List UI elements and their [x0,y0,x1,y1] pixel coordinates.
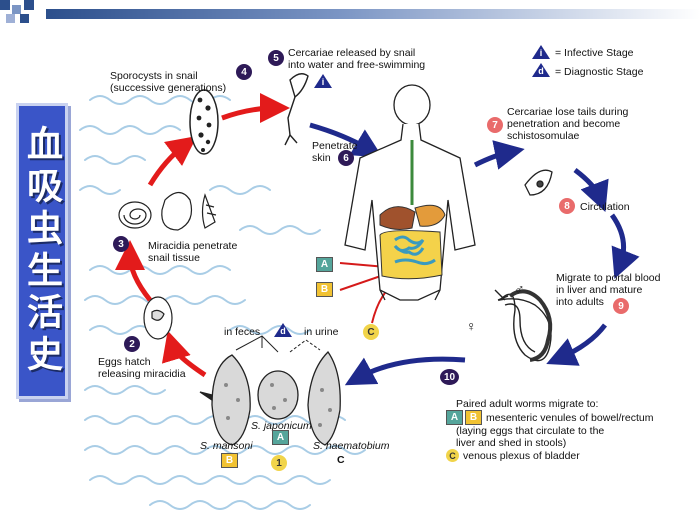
lose-tails-label: Cercariae lose tails during penetration … [507,106,629,142]
egg-connector-lines [235,335,321,353]
penetrate-skin-label: Penetrate skin [312,140,358,164]
code-b-egg: B [221,453,238,468]
step-1: 1 [271,455,287,471]
female-symbol: ♀ [466,318,477,334]
step-2: 2 [124,336,140,352]
migrate-label: Migrate to portal blood in liver and mat… [556,272,661,308]
code-c-egg: C [337,454,345,466]
in-feces-label: in feces [224,326,261,338]
egg-icon [199,350,341,446]
code-a-egg: A [272,430,289,445]
code-a-paired: A [446,410,463,425]
schistosomulum-icon [524,169,553,196]
s-japonicum-label: S. japonicum [251,420,312,432]
digestive-organs-icon [379,140,446,280]
deco-square [20,14,29,23]
deco-square [0,0,10,10]
male-symbol: ♂ [514,281,525,297]
s-mansoni-label: S. mansoni [200,440,253,452]
adult-worms-icon [494,289,553,362]
snail-shell-icon [118,191,217,231]
sporocysts-label: Sporocysts in snail (successive generati… [110,70,227,94]
header-gradient-bar [46,9,700,19]
code-c-body: C [363,324,379,340]
paired-adults-label: Paired adult worms migrate to: A B mesen… [446,398,654,462]
deco-square [6,14,15,23]
legend-infective-label: = Infective Stage [555,47,634,59]
legend-diagnostic-label: = Diagnostic Stage [555,66,644,78]
deco-square [24,0,34,10]
infective-marker-icon: i [313,73,333,89]
code-a-body: A [316,257,333,272]
step-10: 10 [440,369,459,385]
red-arrows [115,93,290,378]
miracidia-penetrate-label: Miracidia penetrate snail tissue [148,240,238,264]
step-9: 9 [613,298,629,314]
cercaria-icon [284,73,309,146]
code-c-paired: C [446,449,459,462]
diagnostic-stage-icon: d [531,62,551,78]
vertical-title: 血吸虫生活史 [21,125,63,377]
cercariae-released-label: Cercariae released by snail into water a… [288,47,426,71]
step-4: 4 [236,64,252,80]
code-b-body: B [316,282,333,297]
egg-texture [224,383,332,427]
navy-arrows [309,122,640,386]
code-b-paired: B [465,410,482,425]
miracidium-icon [143,296,173,340]
step-7: 7 [487,117,503,133]
step-8: 8 [559,198,575,214]
step-5: 5 [268,50,284,66]
diagnostic-marker-icon: d [273,322,293,338]
infective-stage-icon: i [531,44,551,60]
vertical-title-box: 血吸虫生活史 [16,103,68,399]
sporocyst-icon [189,89,219,155]
step-3: 3 [113,236,129,252]
in-urine-label: in urine [304,326,339,338]
eggs-hatch-label: Eggs hatch releasing miracidia [98,356,186,380]
header-decoration [0,0,700,26]
step-6: 6 [338,150,354,166]
circulation-label: Circulation [580,201,630,213]
s-haematobium-label: S. haematobium [313,440,390,452]
deco-square [12,5,21,14]
